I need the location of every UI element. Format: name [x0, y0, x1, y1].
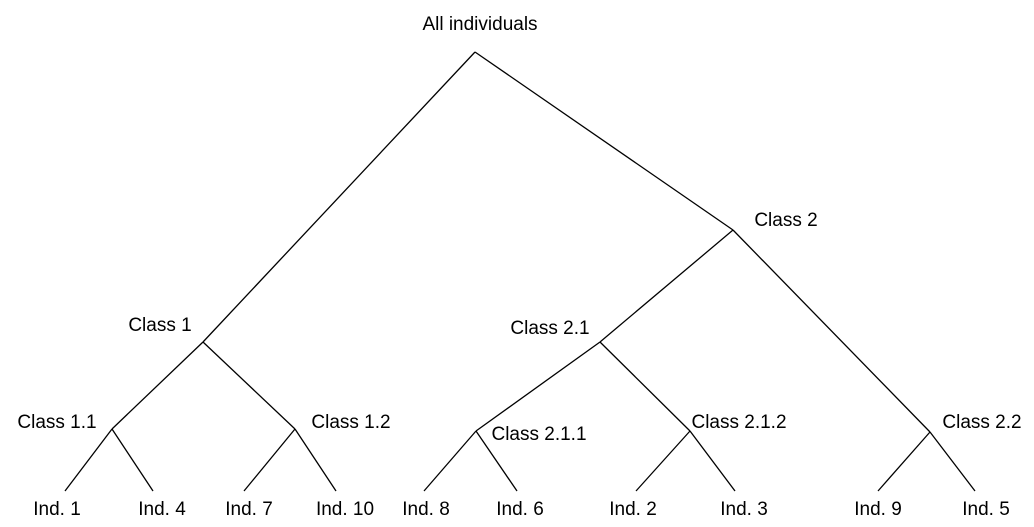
- edge-class-2-1-to-class-2-1-1: [475, 341, 601, 432]
- node-label-class-2: Class 2: [754, 210, 817, 231]
- node-label-ind-10: Ind. 10: [316, 499, 374, 520]
- node-label-all-individuals: All individuals: [422, 14, 537, 35]
- edge-class-2-1-2-to-ind-3: [689, 430, 736, 492]
- edge-class-2-1-to-class-2-1-2: [599, 341, 691, 432]
- node-label-class-2-2: Class 2.2: [942, 412, 1021, 433]
- node-label-class-2-1-1: Class 2.1.1: [491, 424, 586, 445]
- edge-class-2-1-1-to-ind-8: [423, 430, 477, 492]
- edge-class-1-2-to-ind-7: [243, 428, 296, 492]
- node-label-ind-9: Ind. 9: [854, 499, 902, 520]
- edge-class-1-to-class-1-1: [111, 341, 204, 430]
- node-label-ind-8: Ind. 8: [402, 499, 450, 520]
- node-label-ind-7: Ind. 7: [225, 499, 273, 520]
- edge-class-1-2-to-ind-10: [294, 428, 337, 492]
- edge-class-1-to-class-1-2: [202, 341, 296, 430]
- node-label-class-2-1: Class 2.1: [510, 318, 589, 339]
- edge-class-1-1-to-ind-4: [111, 428, 154, 492]
- node-label-ind-5: Ind. 5: [962, 499, 1010, 520]
- node-label-ind-2: Ind. 2: [609, 499, 657, 520]
- node-label-class-1: Class 1: [128, 315, 191, 336]
- edge-all-individuals-to-class-2: [474, 51, 734, 231]
- node-label-class-1-2: Class 1.2: [311, 412, 390, 433]
- node-label-class-2-1-2: Class 2.1.2: [691, 412, 786, 433]
- edge-class-2-to-class-2-2: [732, 229, 931, 433]
- tree-edges: [64, 51, 976, 492]
- edge-class-2-to-class-2-1: [599, 229, 734, 343]
- edge-class-1-1-to-ind-1: [64, 428, 113, 492]
- node-label-ind-1: Ind. 1: [33, 499, 81, 520]
- edge-class-2-1-2-to-ind-2: [635, 430, 691, 492]
- edge-class-2-2-to-ind-9: [877, 431, 931, 492]
- node-label-ind-6: Ind. 6: [496, 499, 544, 520]
- edge-all-individuals-to-class-1: [202, 51, 476, 343]
- node-label-ind-3: Ind. 3: [720, 499, 768, 520]
- edge-class-2-1-1-to-ind-6: [475, 430, 518, 492]
- edge-class-2-2-to-ind-5: [929, 431, 976, 492]
- node-label-class-1-1: Class 1.1: [17, 412, 96, 433]
- node-label-ind-4: Ind. 4: [138, 499, 186, 520]
